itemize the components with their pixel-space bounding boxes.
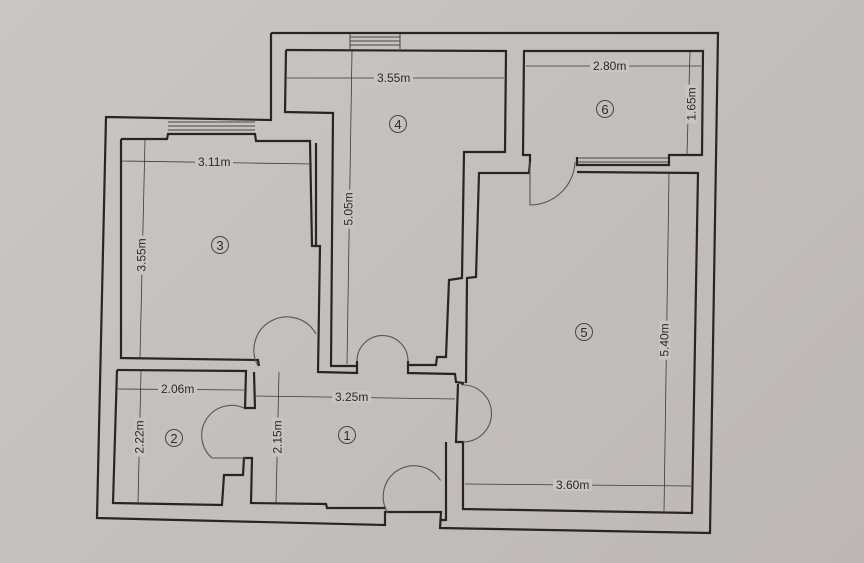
door-room-4 (356, 334, 409, 362)
room-2-number: 2 (165, 429, 183, 447)
room-5-wall (454, 170, 700, 515)
room-6-wall (521, 49, 705, 167)
room-4-wall-left (283, 49, 357, 368)
window-room-6 (578, 157, 668, 163)
outer-wall (95, 31, 720, 535)
entry-wall (441, 442, 448, 522)
room-5-number: 5 (575, 323, 593, 341)
window-room-3 (168, 121, 255, 131)
room-3-wall-top (121, 132, 316, 248)
dimension-room-1-width: 3.25m (332, 391, 372, 403)
corridor-wall-right (406, 361, 465, 386)
room-5-wall-left (464, 161, 532, 384)
room-4-number: 4 (389, 115, 407, 133)
dimension-room-5-width: 3.60m (553, 479, 593, 491)
dimension-room-4-width: 3.55m (374, 72, 414, 84)
dimension-room-3-width: 3.11m (195, 156, 234, 168)
corridor-wall (314, 143, 359, 375)
room-4-wall (285, 48, 508, 367)
door-room-6 (529, 161, 576, 206)
dimension-lines (117, 50, 701, 512)
dimension-room-4-length: 5.05m (342, 189, 356, 229)
dimension-room-2-length: 2.22m (133, 417, 147, 457)
dimension-room-2-width: 2.06m (158, 383, 198, 395)
dimension-room-6-length: 1.65m (685, 84, 699, 124)
window-room-4 (349, 34, 401, 49)
room-6-number: 6 (596, 100, 614, 118)
room-3-number: 3 (211, 236, 229, 254)
dimension-room-6-width: 2.80m (590, 60, 630, 72)
door-entry (382, 465, 441, 514)
dimension-room-3-length: 3.55m (135, 235, 149, 275)
door-room-5 (462, 384, 492, 443)
door-room-2 (201, 404, 245, 459)
door-room-3 (253, 316, 317, 367)
room-2-wall (116, 368, 257, 410)
room-3-wall (119, 139, 261, 367)
room-1-number: 1 (338, 426, 356, 444)
dimension-room-5-length: 5.40m (658, 320, 672, 360)
dimension-room-1-length: 2.15m (271, 417, 285, 457)
